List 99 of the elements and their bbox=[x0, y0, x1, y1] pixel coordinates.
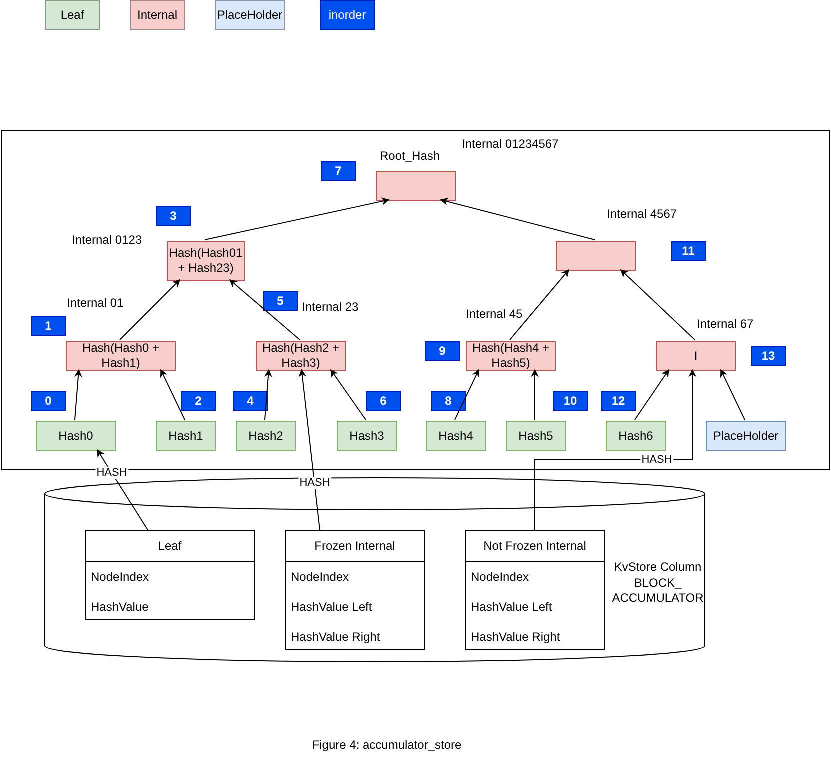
table-heading: Not Frozen Internal bbox=[484, 538, 586, 554]
edge-label: HASH bbox=[298, 476, 332, 490]
field-name: HashValue Left bbox=[471, 600, 552, 614]
arrow bbox=[440, 198, 596, 240]
node-caption: Internal 23 bbox=[302, 300, 359, 314]
node-label: Hash(Hash4 + Hash5) bbox=[471, 341, 551, 371]
leaf-node-box bbox=[156, 421, 216, 451]
index-badge bbox=[156, 206, 191, 226]
storage-label: KvStore Column BLOCK_ ACCUMULATOR bbox=[611, 560, 705, 607]
internal-node-box bbox=[66, 341, 176, 371]
edge-label: HASH bbox=[640, 454, 674, 466]
node-caption: Root_Hash bbox=[380, 149, 440, 163]
index-badge bbox=[425, 341, 460, 361]
index-badge bbox=[671, 241, 706, 261]
node-caption: Internal 67 bbox=[697, 317, 754, 331]
leaf-node-box bbox=[337, 421, 397, 451]
index-badge bbox=[751, 346, 786, 366]
index-number: 12 bbox=[612, 394, 626, 408]
node-caption: Internal 45 bbox=[466, 307, 523, 321]
leaf-node-box bbox=[606, 421, 666, 451]
node-caption: Internal 0123 bbox=[72, 233, 142, 247]
internal-node-box bbox=[556, 241, 636, 271]
internal-node-box bbox=[656, 341, 736, 371]
node-label: Hash(Hash0 + Hash1) bbox=[81, 341, 161, 371]
index-number: 13 bbox=[762, 348, 776, 364]
node-label: Hash3 bbox=[350, 428, 384, 444]
index-number: 10 bbox=[564, 394, 578, 408]
index-number: 9 bbox=[439, 344, 446, 358]
table-heading: Leaf bbox=[158, 538, 182, 554]
index-number: 3 bbox=[170, 208, 177, 224]
arrow bbox=[229, 279, 300, 340]
node-label: Hash(Hash01 + Hash23) bbox=[168, 246, 244, 276]
arrow bbox=[510, 269, 570, 340]
field-name: NodeIndex bbox=[91, 570, 150, 584]
index-number: 6 bbox=[380, 394, 387, 408]
diagram-frame bbox=[1, 130, 830, 470]
node-label: Hash4 bbox=[438, 428, 474, 444]
arrow bbox=[74, 369, 82, 420]
node-label: Hash0 bbox=[58, 428, 94, 444]
arrow bbox=[620, 269, 696, 340]
index-number: 1 bbox=[45, 318, 52, 334]
leaf-node-box bbox=[36, 421, 116, 451]
index-number: 4 bbox=[247, 394, 254, 408]
index-number: 8 bbox=[445, 394, 452, 408]
node-label: Hash(Hash2 + Hash3) bbox=[261, 341, 341, 371]
arrow bbox=[454, 369, 480, 420]
field-name: NodeIndex bbox=[291, 570, 350, 584]
table-heading: Frozen Internal bbox=[314, 538, 396, 554]
legend-label: PlaceHolder bbox=[217, 8, 283, 22]
arrow bbox=[298, 369, 320, 530]
node-caption: Internal 4567 bbox=[607, 207, 678, 221]
arrow bbox=[160, 369, 186, 420]
index-badge bbox=[31, 391, 66, 411]
index-badge bbox=[601, 391, 636, 411]
node-label: I bbox=[694, 348, 698, 364]
index-badge bbox=[321, 161, 356, 181]
index-badge bbox=[263, 291, 298, 311]
record-table bbox=[465, 530, 605, 650]
figure-caption: Figure 4: accumulator_store bbox=[311, 738, 463, 752]
arrow bbox=[534, 369, 697, 530]
index-badge bbox=[431, 391, 466, 411]
leaf-node-box bbox=[506, 421, 566, 451]
node-label: Hash5 bbox=[518, 428, 554, 444]
index-number: 0 bbox=[45, 394, 52, 408]
legend-label: Leaf bbox=[60, 8, 84, 22]
field-name: HashValue bbox=[91, 600, 149, 614]
record-table bbox=[85, 530, 255, 620]
arrow bbox=[264, 369, 272, 420]
arrow bbox=[204, 198, 390, 240]
index-badge bbox=[553, 391, 588, 411]
index-number: 7 bbox=[335, 164, 342, 178]
node-label: Hash1 bbox=[168, 428, 204, 444]
node-label: Hash6 bbox=[618, 428, 654, 444]
internal-node-box bbox=[376, 171, 456, 201]
leaf-node-box bbox=[426, 421, 486, 451]
arrow bbox=[120, 279, 181, 340]
node-caption: Internal 01234567 bbox=[462, 137, 559, 151]
edge-label: HASH bbox=[96, 466, 128, 480]
placeholder-node-box bbox=[706, 421, 786, 451]
arrow bbox=[720, 369, 746, 420]
index-badge bbox=[233, 391, 268, 411]
field-name: HashValue Left bbox=[291, 600, 372, 614]
field-name: HashValue Right bbox=[471, 630, 560, 644]
index-badge bbox=[181, 391, 216, 411]
field-name: HashValue Right bbox=[291, 630, 380, 644]
field-name: NodeIndex bbox=[471, 570, 530, 584]
node-label: Hash2 bbox=[248, 428, 284, 444]
legend-label: inorder bbox=[328, 8, 366, 22]
index-badge bbox=[31, 316, 66, 336]
index-badge bbox=[366, 391, 401, 411]
record-table bbox=[285, 530, 425, 650]
index-number: 5 bbox=[277, 294, 284, 308]
index-number: 11 bbox=[682, 244, 695, 258]
index-number: 2 bbox=[195, 394, 202, 408]
node-caption: Internal 01 bbox=[67, 296, 124, 310]
node-label: PlaceHolder bbox=[713, 428, 779, 444]
arrow bbox=[531, 369, 539, 420]
leaf-node-box bbox=[236, 421, 296, 451]
legend-label: Internal bbox=[137, 8, 178, 22]
